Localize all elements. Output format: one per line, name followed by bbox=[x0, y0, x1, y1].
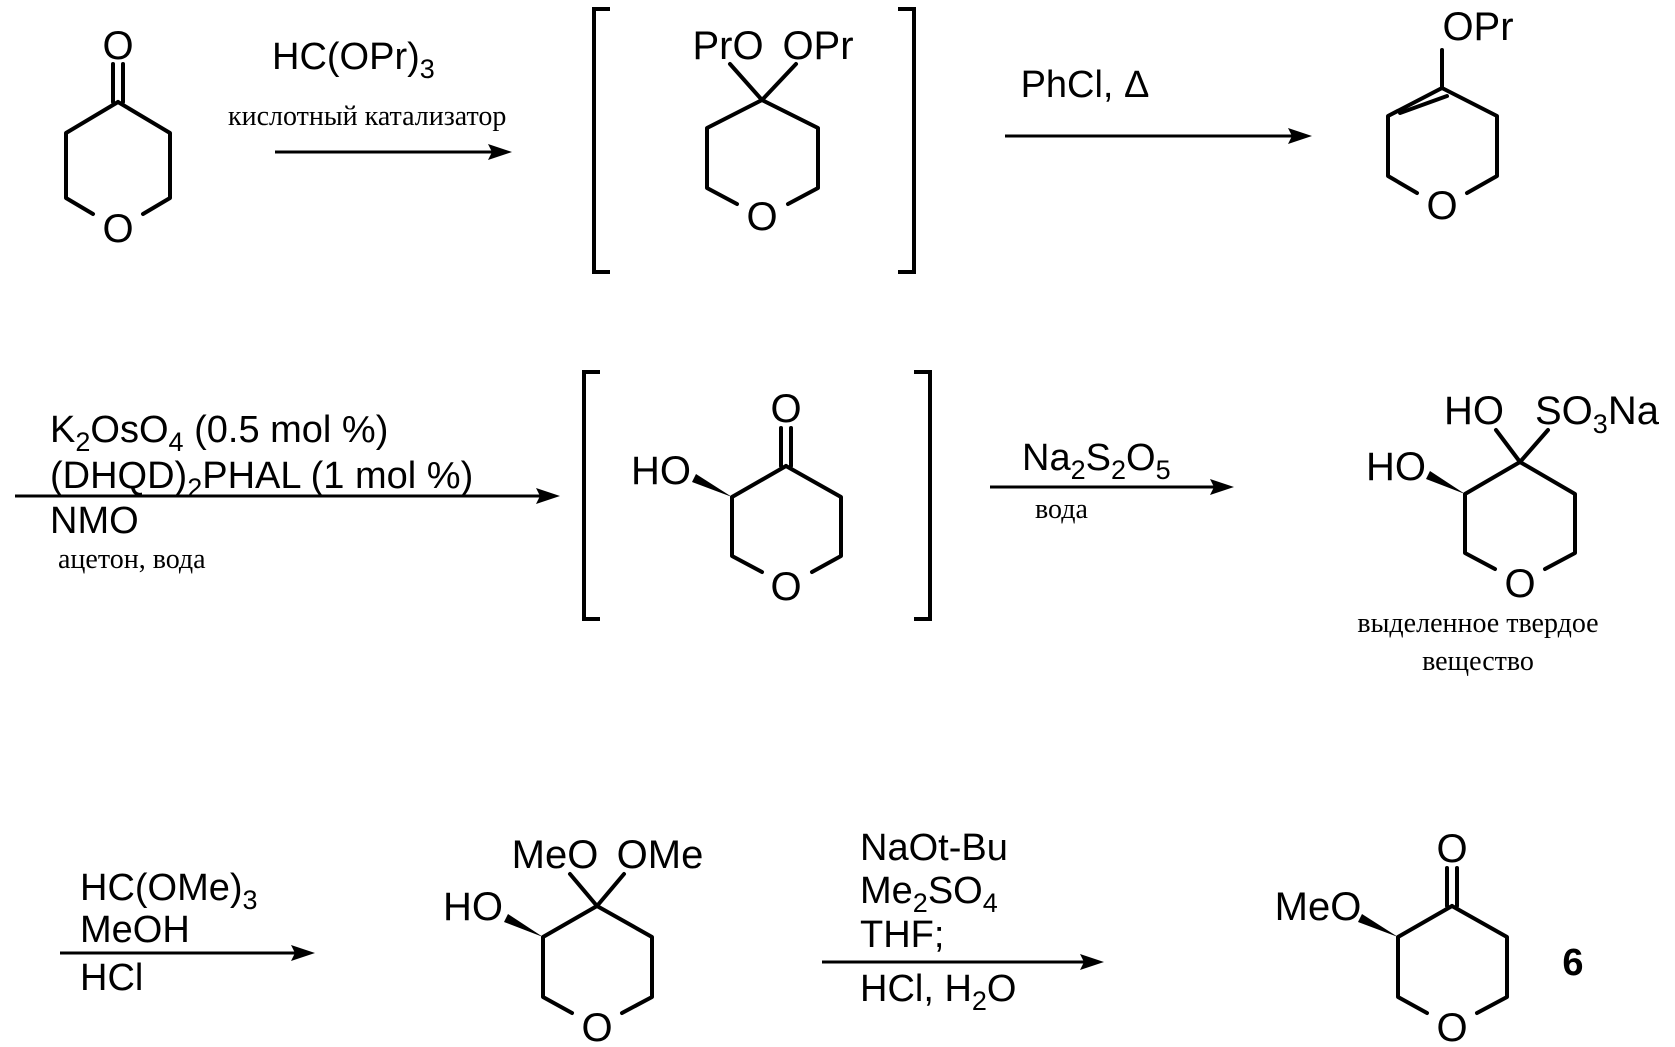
atom-o-ring: O bbox=[102, 207, 133, 251]
reagent-meoh: MeOH bbox=[80, 909, 190, 951]
molecule-bisulfite-adduct: HO SO3Na HO O bbox=[1366, 389, 1660, 606]
reagent-na2s2o5: Na2S2O5 bbox=[1022, 437, 1171, 485]
note-isolated-solid-line2: вещество bbox=[1422, 646, 1534, 677]
atom-ho-lower: HO bbox=[1366, 445, 1426, 489]
molecule-dipropyl-ketal: PrO OPr O bbox=[692, 24, 853, 239]
molecule-hydroxy-ketone: O HO O bbox=[631, 387, 841, 609]
reaction-step-3: K2OsO4 (0.5 mol %) (DHQD)2PHAL (1 mol %)… bbox=[15, 409, 560, 575]
reagent-nmo: NMO bbox=[50, 500, 139, 542]
molecule-methoxy-ketone: O MeO O bbox=[1275, 827, 1507, 1047]
atom-opr-right: OPr bbox=[782, 24, 853, 68]
atom-o-carbonyl: O bbox=[102, 24, 133, 68]
atom-so3na: SO3Na bbox=[1535, 389, 1660, 439]
product-note: выделенное твердое вещество bbox=[1357, 608, 1598, 677]
atom-ome-right: OMe bbox=[617, 833, 704, 877]
reaction-step-6: NaOt-Bu Me2SO4 THF; HCl, H2O bbox=[822, 827, 1104, 1016]
reaction-step-2: PhCl, Δ bbox=[1005, 64, 1312, 144]
wedge-bond bbox=[504, 914, 543, 937]
atom-o-ring: O bbox=[1426, 184, 1457, 228]
bracket-intermediate-2 bbox=[584, 372, 930, 619]
wedge-bond bbox=[692, 474, 732, 497]
atom-o-ring: O bbox=[1436, 1006, 1467, 1047]
compound-label: 6 bbox=[1562, 942, 1583, 984]
atom-ho-upper: HO bbox=[1444, 389, 1504, 433]
atom-opr-left: PrO bbox=[692, 24, 763, 68]
atom-o-ring: O bbox=[746, 195, 777, 239]
reagent-k2oso4: K2OsO4 (0.5 mol %) bbox=[50, 409, 388, 457]
atom-o-carbonyl: O bbox=[1436, 827, 1467, 871]
note-water: вода bbox=[1035, 494, 1088, 525]
atom-ome-left: MeO bbox=[512, 833, 599, 877]
atom-o-ring: O bbox=[581, 1006, 612, 1047]
wedge-bond bbox=[1426, 471, 1465, 494]
reagent-thf: THF; bbox=[860, 914, 944, 956]
reagent-me2so4: Me2SO4 bbox=[860, 870, 998, 918]
reagent-hcl-water: HCl, H2O bbox=[860, 968, 1016, 1016]
reagent-trimethyl-orthoformate: HC(OMe)3 bbox=[80, 867, 258, 915]
atom-o-ring: O bbox=[770, 565, 801, 609]
reagent-phcl-heat: PhCl, Δ bbox=[1021, 64, 1150, 106]
atom-opr: OPr bbox=[1442, 5, 1513, 49]
molecule-enol-ether: OPr O bbox=[1388, 5, 1514, 228]
note-isolated-solid-line1: выделенное твердое bbox=[1357, 608, 1598, 639]
reagent-naotbu: NaOt-Bu bbox=[860, 827, 1008, 869]
atom-o-carbonyl: O bbox=[770, 387, 801, 431]
reagent-orthoformate: HC(OPr)3 bbox=[272, 36, 435, 84]
reaction-step-1: HC(OPr)3 кислотный катализатор bbox=[228, 36, 512, 160]
reaction-step-4: Na2S2O5 вода bbox=[990, 437, 1234, 525]
atom-o-ring: O bbox=[1504, 562, 1535, 606]
molecule-dimethyl-ketal: MeO OMe HO O bbox=[443, 833, 703, 1047]
note-acetone-water: ацетон, вода bbox=[58, 544, 206, 575]
reagent-hcl: HCl bbox=[80, 957, 143, 999]
wedge-bond bbox=[1358, 914, 1398, 937]
atom-ho: HO bbox=[631, 449, 691, 493]
atom-ome: MeO bbox=[1275, 885, 1362, 929]
atom-ho: HO bbox=[443, 885, 503, 929]
note-acid-catalyst: кислотный катализатор bbox=[228, 101, 506, 132]
reaction-step-5: HC(OMe)3 MeOH HCl bbox=[60, 867, 315, 999]
molecule-tetrahydropyranone: O O bbox=[66, 24, 170, 251]
